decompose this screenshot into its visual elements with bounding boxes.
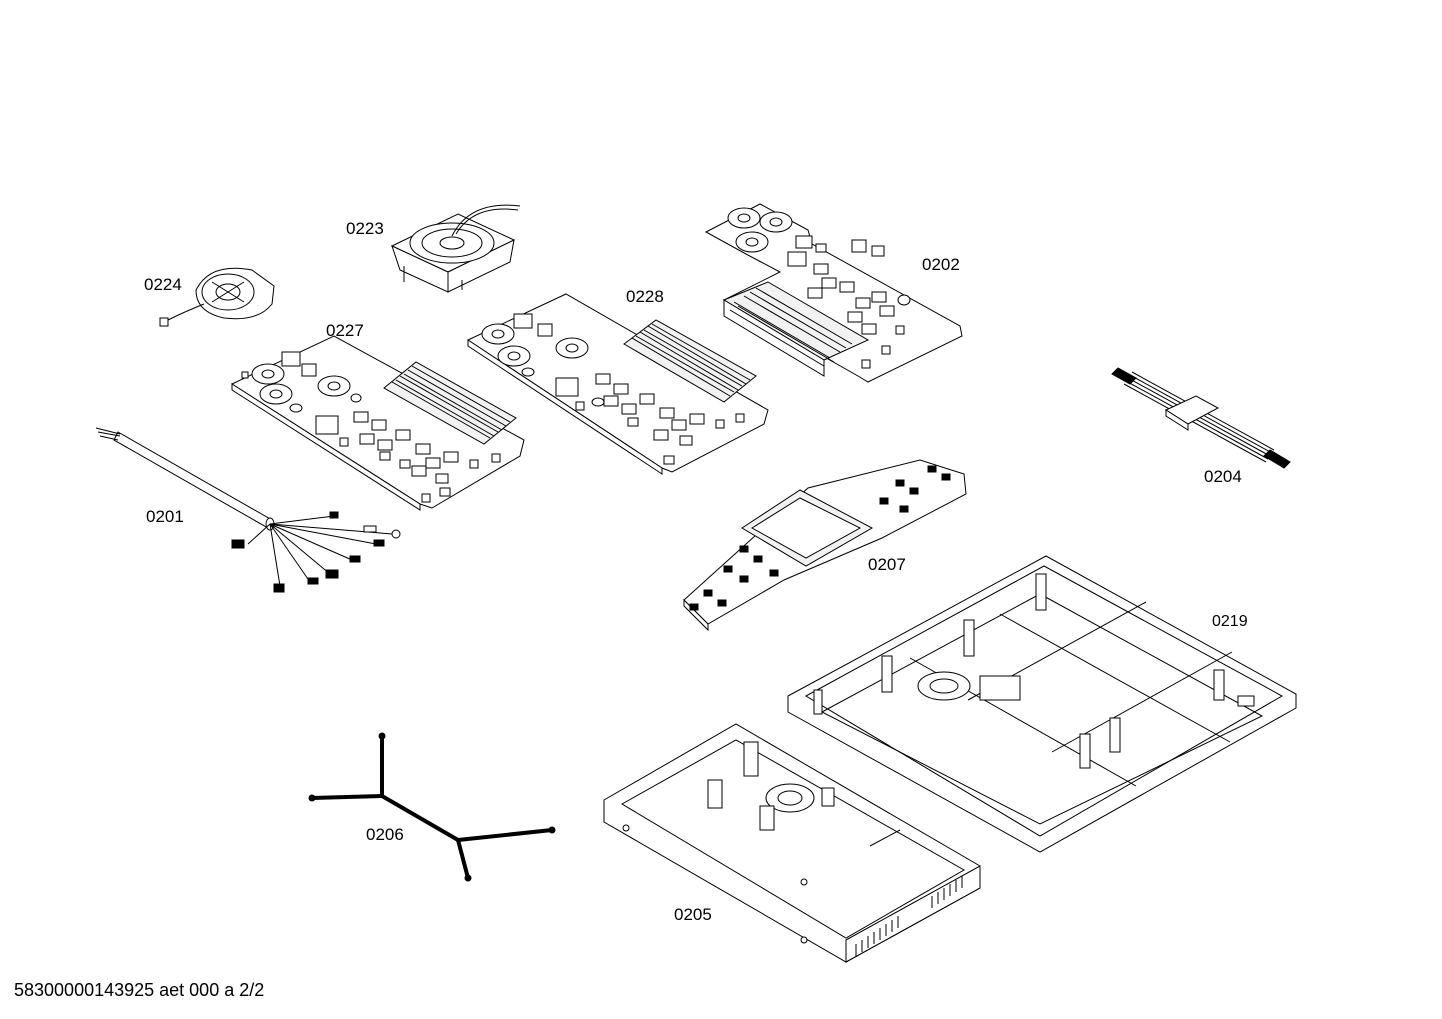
label-0205: 0205	[674, 905, 712, 924]
label-0227: 0227	[326, 321, 364, 340]
label-0219: 0219	[1212, 613, 1248, 630]
label-0204: 0204	[1204, 467, 1242, 486]
part-0223-fan[interactable]	[390, 204, 521, 293]
part-0224-blower[interactable]	[159, 267, 275, 327]
label-0201: 0201	[146, 507, 184, 526]
part-0206-bracket[interactable]	[308, 732, 556, 882]
part-0228-power-board[interactable]	[466, 293, 769, 475]
part-0207-control-panel[interactable]	[683, 459, 967, 632]
part-0204-ribbon-cable[interactable]	[1111, 367, 1291, 469]
label-0224: 0224	[144, 275, 182, 294]
label-0202: 0202	[922, 255, 960, 274]
part-0227-power-board[interactable]	[230, 335, 525, 511]
part-0205-chassis[interactable]	[603, 723, 981, 963]
label-0223: 0223	[346, 219, 384, 238]
part-0202-power-board[interactable]	[704, 203, 963, 383]
part-0219-housing-tray[interactable]	[787, 555, 1297, 853]
part-0201-power-cable[interactable]	[95, 427, 401, 593]
label-0206: 0206	[366, 825, 404, 844]
document-id-footer: 58300000143925 aet 000 a 2/2	[14, 980, 265, 1000]
label-0228: 0228	[626, 287, 664, 306]
label-0207: 0207	[868, 555, 906, 574]
